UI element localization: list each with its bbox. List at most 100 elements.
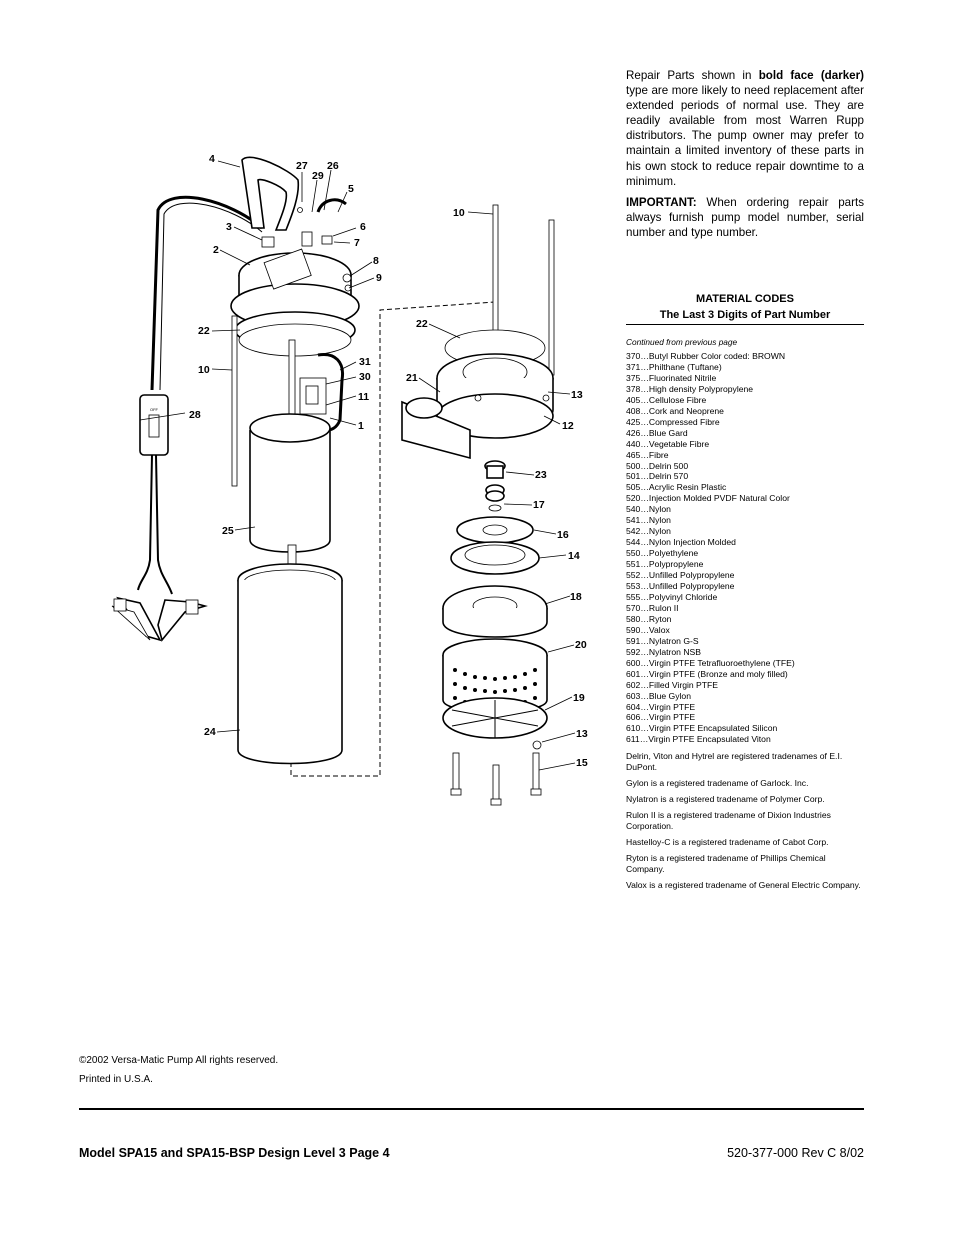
material-code-item: 520…Injection Molded PVDF Natural Color [626,493,790,504]
material-code-item: 610…Virgin PTFE Encapsulated Silicon [626,723,778,734]
trademark-note: Hastelloy-C is a registered tradename of… [626,837,829,848]
callout-30: 30 [359,371,371,383]
material-code-item: 550…Polyethylene [626,548,699,559]
material-codes-heading: MATERIAL CODES The Last 3 Digits of Part… [626,291,864,323]
tie-rod-left [231,315,238,487]
repair-parts-note: Repair Parts shown in bold face (darker)… [626,68,864,246]
material-code-item: 580…Ryton [626,613,672,624]
material-code-item: 592…Nylatron NSB [626,646,701,657]
battery-clamps [111,596,208,642]
material-code-item: 408…Cork and Neoprene [626,405,724,416]
inline-switch: OFF [139,394,169,456]
footer-document-number: 520-377-000 Rev C 8/02 [727,1146,864,1160]
material-code-item: 590…Valox [626,624,670,635]
motor [249,413,331,571]
repair-note-paragraph: Repair Parts shown in bold face (darker)… [626,69,864,188]
callout-13-upper: 13 [571,389,583,401]
base-plate [442,697,548,739]
material-code-item: 601…Virgin PTFE (Bronze and moly filled) [626,668,788,679]
trademark-note: Ryton is a registered tradename of Phill… [626,853,826,875]
material-code-item: 465…Fibre [626,449,669,460]
callout-10-right: 10 [453,207,465,219]
continued-note: Continued from previous page [626,337,738,347]
material-code-item: 551…Polypropylene [626,559,704,570]
pump-housing [401,353,554,460]
material-code-item: 553…Unfilled Polypropylene [626,581,735,592]
callout-7: 7 [354,237,360,249]
callout-20: 20 [575,639,587,651]
material-code-item: 540…Nylon [626,504,671,515]
trademark-note: Gylon is a registered tradename of Garlo… [626,778,809,788]
trademark-notes: Delrin, Viton and Hytrel are registered … [626,751,864,896]
callout-13-lower: 13 [576,728,588,740]
callout-9: 9 [376,272,382,284]
copyright-block: ©2002 Versa-Matic Pump All rights reserv… [79,1051,278,1089]
callout-11: 11 [358,391,369,403]
material-code-item: 570…Rulon II [626,602,679,613]
material-code-item: 541…Nylon [626,515,671,526]
callout-21: 21 [406,372,418,384]
callout-5: 5 [348,183,354,195]
callout-16: 16 [557,529,569,541]
material-code-item: 603…Blue Gylon [626,690,691,701]
callout-28: 28 [189,409,201,421]
callout-25: 25 [222,525,234,537]
material-code-item: 501…Delrin 570 [626,471,689,482]
callout-29: 29 [312,170,324,182]
material-codes-title: MATERIAL CODES [696,293,794,305]
callout-23: 23 [535,469,547,481]
material-code-item: 505…Acrylic Resin Plastic [626,482,727,493]
callout-4: 4 [209,153,215,165]
material-code-item: 371…Philthane (Tuftane) [626,361,722,372]
leader-lines [139,160,576,771]
material-code-item: 604…Virgin PTFE [626,701,696,712]
important-note-paragraph: IMPORTANT: When ordering repair parts al… [626,195,864,239]
material-code-item: 370…Butyl Rubber Color coded: BROWN [626,351,786,361]
top-fittings [261,198,352,292]
callout-6: 6 [360,221,366,233]
callout-1: 1 [358,420,364,432]
callout-15: 15 [576,757,588,769]
callout-labels: 4 27 26 29 5 3 6 7 2 8 9 22 10 31 30 11 … [189,153,588,769]
material-codes-subtitle: The Last 3 Digits of Part Number [659,309,831,321]
callout-24: 24 [204,726,216,738]
material-code-item: 405…Cellulose Fibre [626,394,707,405]
material-code-item: 611…Virgin PTFE Encapsulated Viton [626,734,771,745]
handle [241,156,300,231]
material-code-item: 542…Nylon [626,526,671,537]
callout-14: 14 [568,550,580,562]
wear-plate [442,585,548,638]
footer-divider [79,1108,864,1110]
callout-12: 12 [562,420,574,432]
material-code-item: 606…Virgin PTFE [626,712,696,723]
callout-26: 26 [327,160,339,172]
callout-17: 17 [533,499,545,511]
power-cord [137,195,263,595]
printed-in-text: Printed in U.S.A. [79,1074,153,1085]
material-code-item: 425…Compressed Fibre [626,416,720,427]
material-code-item: 375…Fluorinated Nitrile [626,372,717,383]
callout-31: 31 [359,356,371,368]
trademark-note: Rulon II is a registered tradename of Di… [626,810,831,832]
callout-10-left: 10 [198,364,210,376]
material-code-item: 500…Delrin 500 [626,460,689,471]
trademark-note: Valox is a registered tradename of Gener… [626,880,861,891]
material-code-item: 591…Nylatron G-S [626,635,699,646]
callout-2: 2 [213,244,219,256]
copyright-text: ©2002 Versa-Matic Pump All rights reserv… [79,1055,279,1066]
material-code-item: 544…Nylon Injection Molded [626,537,736,548]
trademark-note: Nylatron is a registered tradename of Po… [626,794,825,805]
callout-19: 19 [573,692,585,704]
seal-assembly [484,460,506,512]
trademark-note: Delrin, Viton and Hytrel are registered … [626,751,843,772]
material-code-item: 555…Polyvinyl Chloride [626,591,718,602]
callout-8: 8 [373,255,379,267]
impeller [450,516,540,575]
material-code-item: 600…Virgin PTFE Tetrafluoroethylene (TFE… [626,657,795,668]
material-code-item: 378…High density Polypropylene [626,383,754,394]
tie-rod-right-2 [548,219,555,376]
callout-18: 18 [570,591,582,603]
callout-3: 3 [226,221,232,233]
inlet-screen [442,638,548,713]
